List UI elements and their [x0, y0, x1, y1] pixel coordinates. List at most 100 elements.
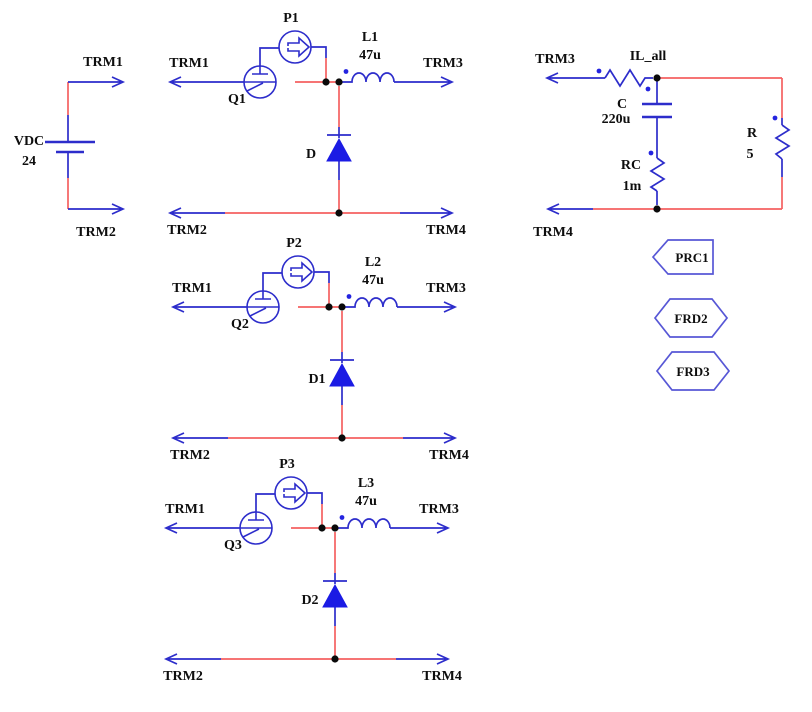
- junction-dot: [322, 78, 330, 86]
- inductor-ref-label: L1: [362, 30, 378, 45]
- output-stage[interactable]: TRM3 IL_all C 220u RC 1m R 5 TRM4: [533, 49, 791, 240]
- block-tags: PRC1 FRD2 FRD3: [651, 239, 731, 391]
- wire[interactable]: [298, 283, 343, 438]
- capacitor-ref-label: C: [617, 97, 627, 112]
- terminal-arrow-right-icon[interactable]: [68, 203, 126, 215]
- switch-detail: [247, 291, 279, 317]
- capacitor-value-label: 220u: [602, 112, 631, 127]
- diode-cathode-bar: [330, 352, 354, 405]
- diode-symbol[interactable]: [322, 583, 348, 608]
- probe-ref-label: P1: [283, 11, 299, 26]
- terminal-label: TRM2: [76, 225, 116, 240]
- junction-dot: [338, 303, 346, 311]
- terminal-arrow-left-icon[interactable]: [167, 207, 225, 219]
- source-value-label: 24: [22, 154, 36, 169]
- polarity-marker-dot: [645, 86, 651, 92]
- probe-arrow-icon: [290, 261, 314, 283]
- junction-dot: [338, 434, 346, 442]
- diode-ref-label: D: [306, 147, 316, 162]
- terminal-arrow-right-icon[interactable]: [397, 301, 458, 313]
- gate-wire[interactable]: [262, 272, 282, 291]
- inductor-value-label: 47u: [362, 273, 384, 288]
- polarity-marker-dot: [772, 115, 778, 121]
- terminal-label: TRM4: [422, 669, 462, 684]
- terminal-arrow-left-icon[interactable]: [163, 653, 221, 665]
- polarity-marker-dot: [339, 515, 345, 520]
- terminal-arrow-right-icon[interactable]: [396, 653, 451, 665]
- tag-label: FRD3: [676, 364, 710, 379]
- tag-hexagon-shape[interactable]: [655, 351, 731, 391]
- inductor-value-label: 47u: [355, 494, 377, 509]
- diode-ref-label: D1: [308, 372, 325, 387]
- switch-ref-label: Q2: [231, 317, 249, 332]
- wire[interactable]: [291, 504, 336, 659]
- polarity-marker-dot: [346, 294, 352, 299]
- load-resistor-symbol[interactable]: [774, 124, 791, 160]
- terminal-label: TRM1: [83, 55, 123, 70]
- terminal-arrow-right-icon[interactable]: [390, 522, 451, 534]
- terminal-label: TRM1: [165, 502, 205, 517]
- terminal-label: TRM4: [533, 225, 573, 240]
- diode-cathode-bar: [327, 127, 351, 180]
- junction-dot: [318, 524, 326, 532]
- tag-flag-shape[interactable]: [651, 239, 714, 275]
- terminal-arrow-right-icon[interactable]: [400, 207, 455, 219]
- terminal-arrow-left-icon[interactable]: [170, 432, 228, 444]
- dc-source-branch[interactable]: VDC 24 TRM1 TRM2: [14, 55, 126, 240]
- terminal-label: TRM3: [426, 281, 466, 296]
- terminal-arrow-right-icon[interactable]: [68, 76, 126, 88]
- inductor-symbol[interactable]: [342, 297, 398, 308]
- terminal-label: TRM4: [426, 223, 466, 238]
- tag-hexagon-shape[interactable]: [653, 298, 729, 338]
- probe-ref-label: P3: [279, 457, 295, 472]
- terminal-arrow-right-icon[interactable]: [394, 76, 455, 88]
- diode-symbol[interactable]: [329, 362, 355, 387]
- gate-wire[interactable]: [255, 493, 275, 512]
- converter-cell-2[interactable]: TRM1 Q2 P2 L2 47u TRM3 D1 TRM2 TRM4: [170, 236, 469, 463]
- junction-dot: [331, 655, 339, 663]
- terminal-arrow-left-icon[interactable]: [167, 76, 244, 88]
- inductor-symbol[interactable]: [339, 72, 395, 83]
- tag-label: FRD2: [674, 311, 707, 326]
- switch-ref-label: Q1: [228, 92, 246, 107]
- inductor-symbol[interactable]: [335, 518, 391, 529]
- load-value-label: 5: [747, 147, 754, 162]
- terminal-label: TRM3: [535, 52, 575, 67]
- wire[interactable]: [295, 58, 340, 213]
- tag-label: PRC1: [675, 250, 708, 265]
- gate-wire[interactable]: [259, 47, 279, 66]
- junction-dot: [335, 78, 343, 86]
- wire[interactable]: [314, 271, 330, 283]
- terminal-label: TRM1: [172, 281, 212, 296]
- switch-ref-label: Q3: [224, 538, 242, 553]
- source-ref-label: VDC: [14, 134, 44, 149]
- junction-dot: [653, 74, 661, 82]
- diode-symbol[interactable]: [326, 137, 352, 162]
- terminal-label: TRM1: [169, 56, 209, 71]
- converter-cell-1[interactable]: TRM1 Q1 P1 L1 47u TRM3 D TRM2 TRM4: [167, 11, 466, 238]
- inductor-ref-label: L2: [365, 255, 381, 270]
- polarity-marker-dot: [648, 150, 654, 156]
- junction-dot: [325, 303, 333, 311]
- esr-resistor-symbol[interactable]: [649, 157, 666, 192]
- terminal-arrow-left-icon[interactable]: [544, 72, 605, 84]
- inductor-ref-label: L3: [358, 476, 374, 491]
- terminal-arrow-left-icon[interactable]: [545, 203, 593, 215]
- probe-arrow-icon: [283, 482, 307, 504]
- diode-ref-label: D2: [301, 593, 318, 608]
- terminal-arrow-right-icon[interactable]: [403, 432, 458, 444]
- terminal-arrow-left-icon[interactable]: [163, 522, 240, 534]
- junction-dot: [331, 524, 339, 532]
- wire[interactable]: [311, 46, 327, 58]
- probe-ref-label: P2: [286, 236, 302, 251]
- converter-cell-3[interactable]: TRM1 Q3 P3 L3 47u TRM3 D2 TRM2 TRM4: [163, 457, 462, 684]
- probe-arrow-icon: [287, 36, 311, 58]
- current-sensor-symbol[interactable]: [604, 68, 653, 88]
- wire[interactable]: [307, 492, 323, 504]
- terminal-arrow-left-icon[interactable]: [170, 301, 247, 313]
- load-ref-label: R: [747, 126, 758, 141]
- terminal-label: TRM2: [163, 669, 203, 684]
- junction-dot: [653, 205, 661, 213]
